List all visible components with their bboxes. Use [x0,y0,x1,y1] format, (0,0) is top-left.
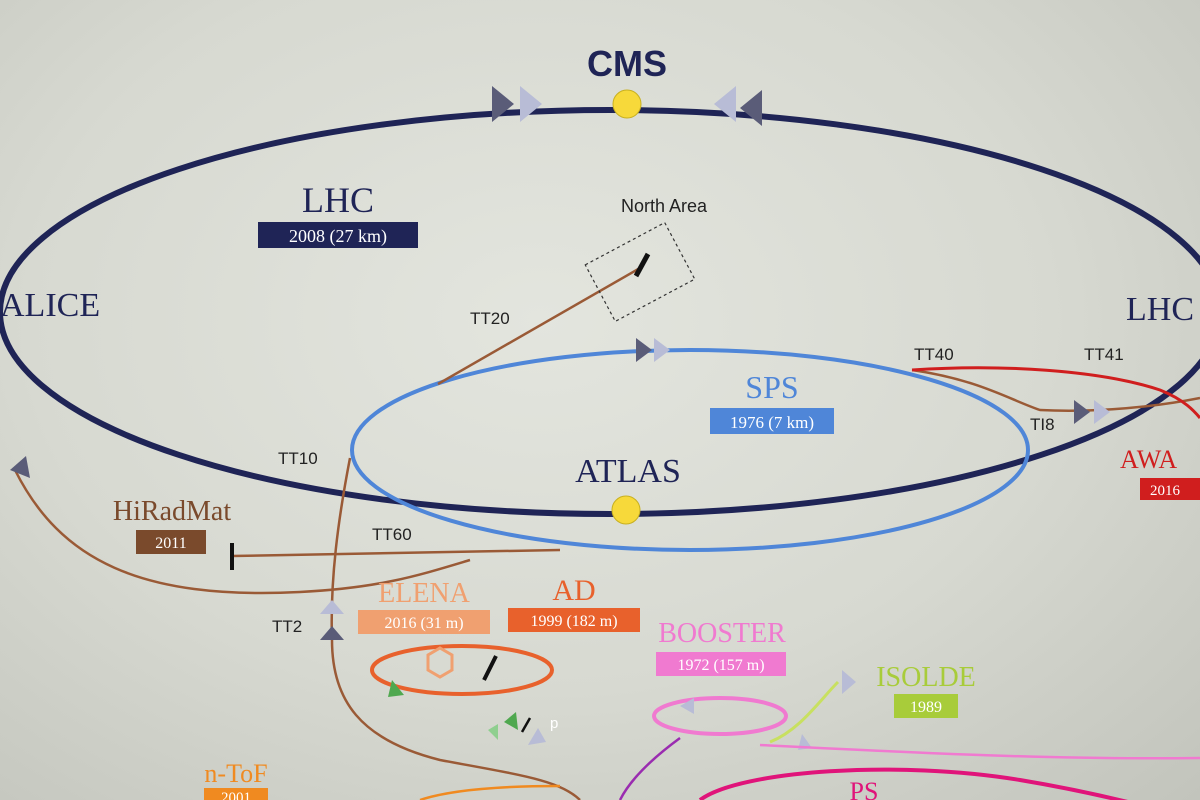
booster-title: BOOSTER [658,618,786,649]
tt20-label: TT20 [470,309,510,328]
tt10-line [330,457,352,641]
atlas-label: ATLAS [575,453,681,490]
north-area-label: North Area [621,196,708,216]
elena-tag [358,610,490,634]
north-area [584,221,696,323]
hiradmat-tag [136,530,206,554]
awake-line [911,366,1200,419]
ps-title: PS [850,777,879,800]
sps-ring [350,348,1030,552]
awake-detail: 2016 [1150,483,1181,499]
elena-detail: 2016 (31 m) [384,615,463,632]
cms-arrows [492,86,762,126]
elena-title: ELENA [378,578,471,609]
ad-ring [370,644,554,696]
antiproton-line [488,712,546,745]
sps-arrows [636,338,670,362]
ti8-arrows [1074,400,1110,424]
sps-title: SPS [745,369,798,405]
ad-tag [508,608,640,632]
lhc-tag [258,222,418,248]
alice-label: ALICE [0,287,100,324]
ntof-title: n-ToF [204,759,267,788]
lhc-ring [0,107,1200,517]
ntof-tag [204,788,268,800]
tt2-line [330,639,581,800]
tt60-line [231,548,561,558]
isolde-tag [894,694,958,718]
lhc-detail: 2008 (27 km) [289,226,387,247]
hiradmat-detail: 2011 [155,535,186,552]
ad-arrow [388,680,404,697]
isolde-title: ISOLDE [876,662,976,693]
atlas-point [611,495,641,525]
ntof-detail: 2001 [221,790,251,800]
tt2-arrows [320,600,344,640]
cms-label: CMS [587,43,667,84]
isolde-line [769,670,856,750]
hiradmat-arrow [10,456,30,478]
hiradmat-title: HiRadMat [113,496,231,527]
sps-detail: 1976 (7 km) [730,413,814,432]
awake-tag [1140,478,1200,500]
booster-detail: 1972 (157 m) [677,657,764,674]
awake-title: AWA [1120,445,1177,474]
tt60-label: TT60 [372,525,412,544]
sps-tag [710,408,834,434]
p-label: p [550,715,558,732]
booster-tag [656,652,786,676]
tt20-line [437,266,641,386]
tt10-label: TT10 [278,449,318,468]
transfer-lines [13,266,1200,800]
isolde-detail: 1989 [910,699,942,716]
ps-ring [618,736,1200,800]
ad-detail: 1999 (182 m) [530,613,617,630]
lhc-title: LHC [302,180,374,220]
tt40-label: TT40 [914,345,954,364]
tt2-label: TT2 [272,617,302,636]
ti8-label: TI8 [1030,415,1055,434]
ti8-line [911,368,1200,412]
lhc-right-label: LHC [1126,291,1194,328]
ntof-line [419,784,561,800]
tt41-label: TT41 [1084,345,1124,364]
elena-ring [426,646,454,679]
cms-point [612,89,642,119]
hiradmat-line [13,469,471,595]
ad-title: AD [552,574,595,607]
booster-ring [652,696,788,736]
